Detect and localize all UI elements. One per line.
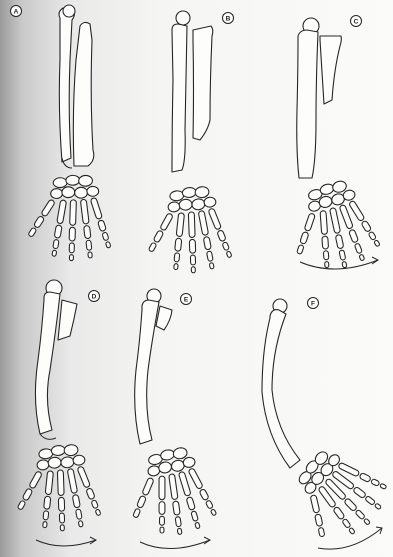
panel-c-illustration <box>280 18 384 280</box>
panel-label-b: B <box>226 15 231 22</box>
panel-badge-e: E <box>181 294 192 305</box>
panel-badge-f: F <box>308 298 319 309</box>
panel-label-a: A <box>14 8 19 15</box>
panel-label-e: E <box>184 296 189 303</box>
panel-label-d: D <box>92 293 97 300</box>
panel-label-c: C <box>354 18 359 25</box>
panel-label-f: F <box>311 300 315 307</box>
panel-e-illustration <box>120 289 220 549</box>
panel-b-illustration <box>142 11 234 277</box>
panel-badge-a: A <box>11 6 22 17</box>
panel-badge-b: B <box>223 13 234 24</box>
panel-a-illustration <box>25 5 112 262</box>
panel-badge-c: C <box>351 16 362 27</box>
panel-d-illustration <box>11 280 103 546</box>
panel-f-illustration <box>262 299 393 556</box>
panel-badge-d: D <box>89 291 100 302</box>
